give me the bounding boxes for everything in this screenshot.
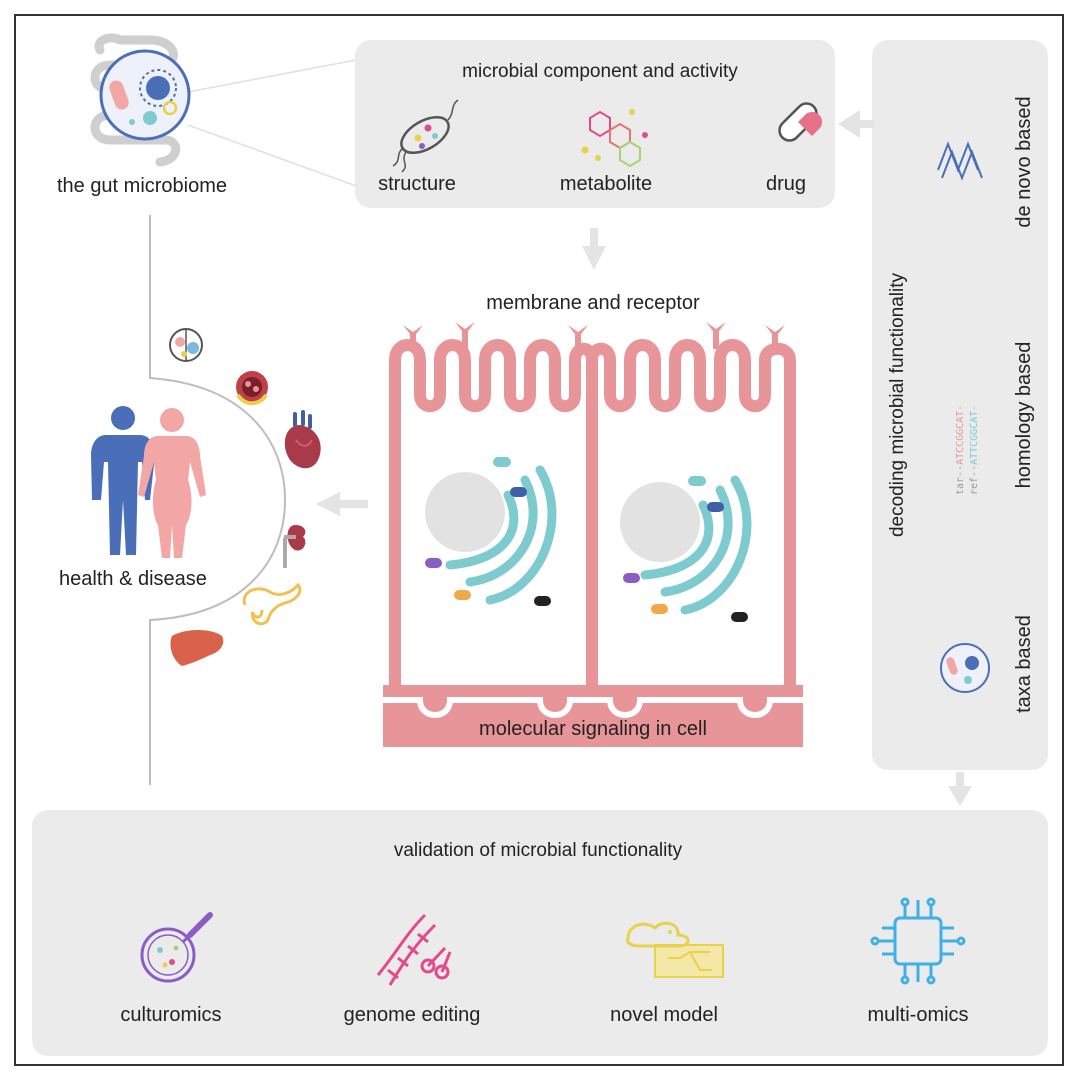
alignment-tar-prefix: tar-- xyxy=(955,465,966,495)
arrow-decoding-to-component xyxy=(838,110,874,138)
cell-right xyxy=(586,339,796,706)
culturomics-label: culturomics xyxy=(120,1004,221,1026)
decoding-panel-title: decoding microbial functionality xyxy=(887,272,908,537)
metabolite-icon xyxy=(581,109,648,168)
arrow-component-to-membrane xyxy=(582,228,606,270)
multi-omics-label: multi-omics xyxy=(867,1004,968,1026)
gut-microbiome-icon xyxy=(90,33,191,167)
health-bracket xyxy=(149,215,287,785)
human-figure-blue xyxy=(91,406,155,555)
alignment-tar-seq: ATCCGGCAT- xyxy=(955,405,966,465)
heart-icon xyxy=(284,410,321,469)
arrow-decoding-to-validation xyxy=(948,772,972,806)
svg-text:ref--ATTCGGCAT-: ref--ATTCGGCAT- xyxy=(969,405,980,495)
brain-icon xyxy=(169,328,203,362)
signaling-label: molecular signaling in cell xyxy=(479,718,707,740)
novel-model-label: novel model xyxy=(610,1004,718,1026)
nucleus-left xyxy=(425,472,505,552)
validation-panel xyxy=(32,810,1048,1056)
nucleus-right xyxy=(620,482,700,562)
novel-model-icon xyxy=(626,921,724,978)
liver-icon xyxy=(170,630,224,666)
component-panel xyxy=(355,40,835,208)
golgi-right xyxy=(640,475,752,615)
cell-bottom-bumps xyxy=(383,697,803,718)
multi-omics-chip-icon xyxy=(870,897,966,985)
arrow-cell-to-health xyxy=(316,492,368,516)
sequence-alignment-icon: tar--ATCCGGCAT- ref--ATTCGGCAT- xyxy=(955,405,980,495)
drug-label: drug xyxy=(766,173,806,195)
component-panel-title: microbial component and activity xyxy=(462,61,738,82)
gut-connector-top xyxy=(187,59,357,93)
genome-editing-label: genome editing xyxy=(344,1004,481,1026)
de-novo-label: de novo based xyxy=(1013,96,1035,227)
human-figure-pink xyxy=(138,408,206,558)
decoding-panel xyxy=(872,40,1048,770)
gut-label: the gut microbiome xyxy=(57,175,227,197)
structure-icon xyxy=(392,99,459,173)
health-label: health & disease xyxy=(59,568,207,590)
pancreas-icon xyxy=(242,582,302,626)
epithelial-cells xyxy=(383,322,803,747)
svg-text:tar--ATCCGGCAT-: tar--ATCCGGCAT- xyxy=(955,405,966,495)
culturomics-icon xyxy=(140,912,213,983)
homology-label: homology based xyxy=(1013,342,1035,489)
golgi-left xyxy=(445,465,557,605)
figure-frame xyxy=(14,14,1064,1066)
membrane-label: membrane and receptor xyxy=(486,292,700,314)
gut-connector-bottom xyxy=(187,124,357,187)
alignment-ref-seq: ATTCGGCAT- xyxy=(969,405,980,465)
cell-left xyxy=(389,339,598,706)
vessel-icon xyxy=(236,371,268,406)
genome-editing-icon xyxy=(376,913,452,986)
taxa-microbe-icon xyxy=(940,643,990,693)
receptor-icons xyxy=(403,322,785,352)
drug-capsule-icon xyxy=(778,102,822,142)
validation-panel-title: validation of microbial functionality xyxy=(394,840,683,861)
structure-label: structure xyxy=(378,173,456,195)
alignment-ref-prefix: ref-- xyxy=(969,465,980,495)
taxa-label: taxa based xyxy=(1013,615,1035,713)
metabolite-label: metabolite xyxy=(560,173,652,195)
dna-helix-icon xyxy=(937,141,983,181)
kidney-icon xyxy=(283,525,306,568)
